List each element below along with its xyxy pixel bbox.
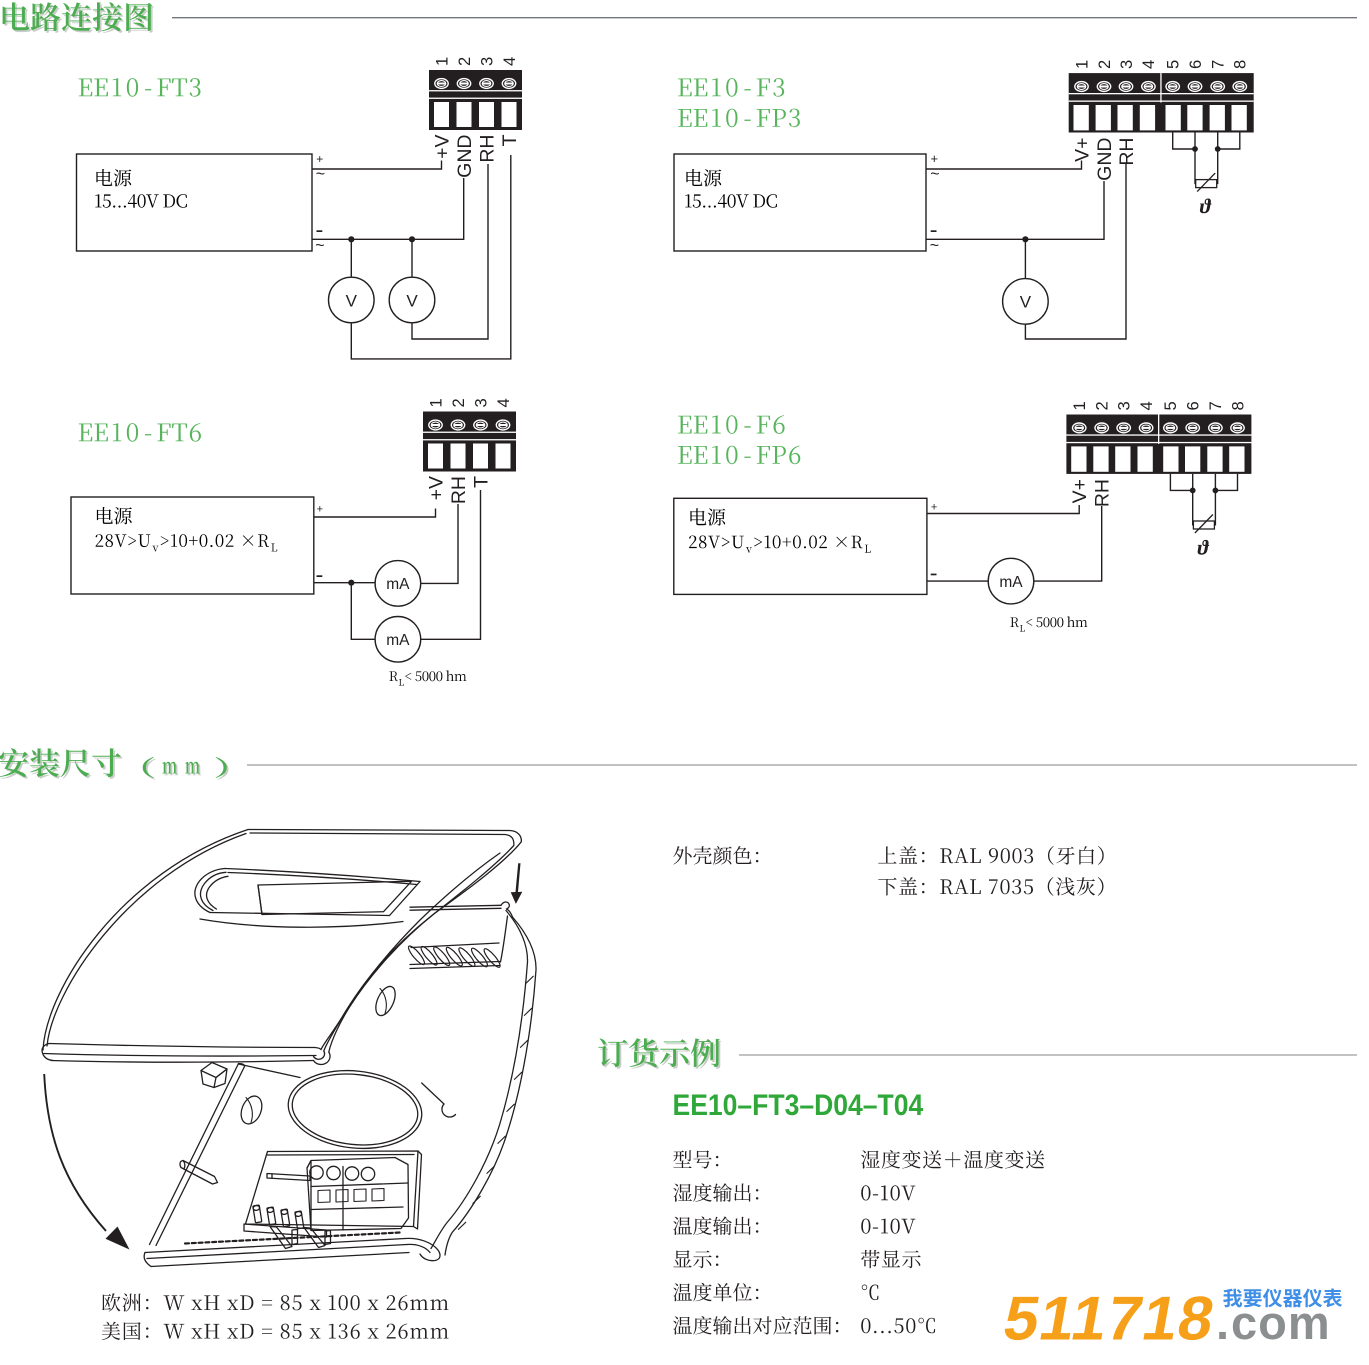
svg-text:3: 3 (472, 398, 490, 407)
svg-text:RH: RH (1092, 479, 1114, 507)
svg-text:~: ~ (930, 166, 939, 183)
svg-text:mA: mA (386, 576, 410, 593)
svg-text:V+: V+ (1069, 479, 1091, 503)
svg-text:3: 3 (1116, 401, 1134, 410)
svg-text:~: ~ (315, 238, 324, 255)
svg-text:V: V (1020, 293, 1032, 312)
svg-text:mA: mA (999, 574, 1023, 591)
svg-text:T: T (499, 134, 521, 146)
svg-text:~: ~ (930, 238, 939, 255)
svg-text:7: 7 (1210, 60, 1228, 69)
svg-text:3: 3 (478, 57, 496, 66)
svg-text:6: 6 (1185, 401, 1203, 410)
svg-text:5: 5 (1162, 401, 1180, 410)
svg-text:6: 6 (1187, 60, 1205, 69)
svg-text:+: + (316, 152, 323, 166)
svg-text:+: + (317, 503, 323, 515)
svg-text:5: 5 (1165, 60, 1183, 69)
svg-text:2: 2 (1094, 401, 1112, 410)
svg-text:EE10–FT3–D04–T04: EE10–FT3–D04–T04 (673, 1089, 924, 1123)
svg-text:+: + (931, 502, 937, 514)
svg-text:1: 1 (427, 398, 445, 407)
svg-text:RH: RH (448, 476, 470, 504)
svg-text:T: T (470, 476, 492, 488)
svg-text:+V: +V (425, 476, 447, 500)
svg-text:RH: RH (476, 135, 498, 163)
svg-text:1: 1 (1073, 60, 1091, 69)
svg-text:511718: 511718 (999, 1284, 1221, 1353)
svg-text:2: 2 (1096, 60, 1114, 69)
svg-text:V: V (406, 291, 418, 310)
svg-text:+V: +V (431, 135, 453, 159)
svg-text:GND: GND (454, 135, 476, 178)
svg-text:1: 1 (433, 57, 451, 66)
svg-text:~: ~ (316, 166, 325, 183)
svg-text:V: V (346, 291, 358, 310)
svg-text:1: 1 (1071, 401, 1089, 410)
svg-text:2: 2 (450, 398, 468, 407)
svg-text:.: . (1216, 1296, 1229, 1349)
svg-text:7: 7 (1207, 401, 1225, 410)
svg-text:V+: V+ (1071, 138, 1093, 162)
svg-text:8: 8 (1232, 60, 1250, 69)
svg-text:4: 4 (1140, 60, 1158, 69)
svg-text:4: 4 (1138, 401, 1156, 410)
svg-text:GND: GND (1094, 138, 1116, 181)
svg-text:4: 4 (495, 398, 513, 407)
svg-text:3: 3 (1118, 60, 1136, 69)
svg-text:8: 8 (1229, 401, 1247, 410)
svg-text:mA: mA (386, 632, 410, 649)
svg-text:RH: RH (1116, 138, 1138, 166)
svg-text:2: 2 (456, 57, 474, 66)
svg-text:4: 4 (501, 57, 519, 66)
svg-text:+: + (931, 151, 939, 166)
